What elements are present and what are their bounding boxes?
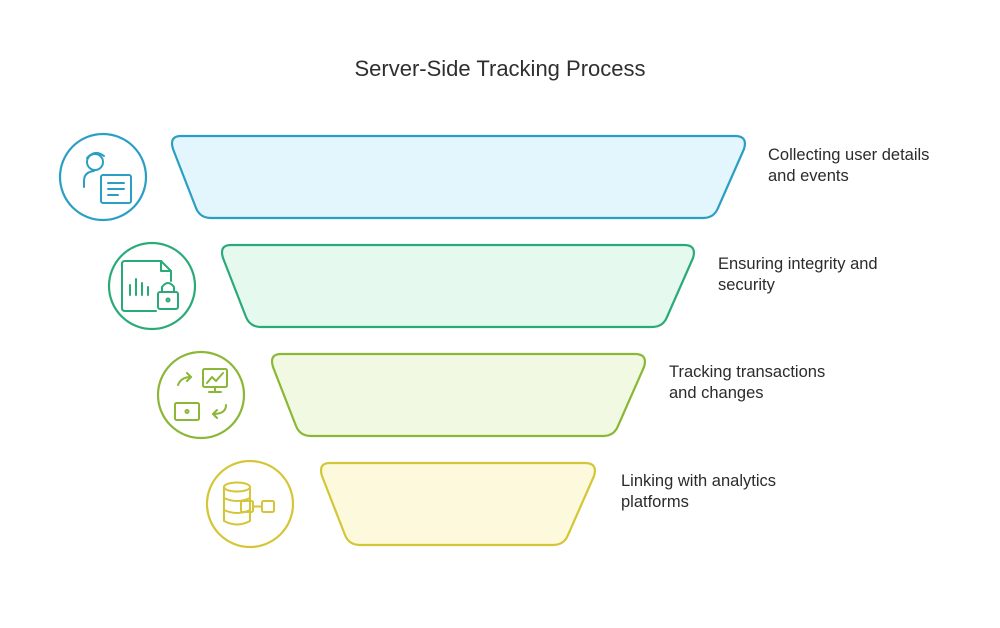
stage-3-label: Tracking transactions and changes xyxy=(669,362,909,404)
stage-4-label: Linking with analytics platforms xyxy=(621,471,861,513)
transaction-exchange-icon xyxy=(174,368,228,421)
stage-3-label-line-2: and changes xyxy=(669,384,764,402)
funnel-stage-1 xyxy=(58,132,747,222)
funnel-band-1 xyxy=(170,134,747,220)
stage-1-label-line-2: and events xyxy=(768,167,849,185)
funnel-stage-4 xyxy=(205,459,597,549)
stage-2-label-line-1: Ensuring integrity and xyxy=(718,255,878,273)
stage-1-label: Collecting user details and events xyxy=(768,145,1000,187)
funnel-stage-2 xyxy=(107,241,696,331)
stage-3-label-line-1: Tracking transactions xyxy=(669,363,826,381)
user-form-icon xyxy=(83,152,132,204)
stage-3-icon-circle xyxy=(156,350,246,440)
stage-4-label-line-1: Linking with analytics xyxy=(621,472,776,490)
stage-1-icon-circle xyxy=(58,132,148,222)
funnel-stage-3 xyxy=(156,350,647,440)
stage-2-icon-circle xyxy=(107,241,197,331)
secure-document-icon xyxy=(121,260,179,312)
funnel-band-4 xyxy=(319,461,597,547)
stage-4-label-line-2: platforms xyxy=(621,493,689,511)
stage-2-icon-badge xyxy=(107,241,197,331)
database-link-icon xyxy=(223,481,275,526)
stage-1-label-line-1: Collecting user details xyxy=(768,146,930,164)
stage-3-icon-badge xyxy=(156,350,246,440)
stage-4-icon-circle xyxy=(205,459,295,549)
stage-4-icon-badge xyxy=(205,459,295,549)
stage-2-label-line-2: security xyxy=(718,276,775,294)
funnel-band-2 xyxy=(220,243,696,329)
funnel-band-3 xyxy=(270,352,647,438)
diagram-title: Server-Side Tracking Process xyxy=(354,56,646,81)
stage-1-icon-badge xyxy=(58,132,148,222)
stage-2-label: Ensuring integrity and security xyxy=(718,254,958,296)
